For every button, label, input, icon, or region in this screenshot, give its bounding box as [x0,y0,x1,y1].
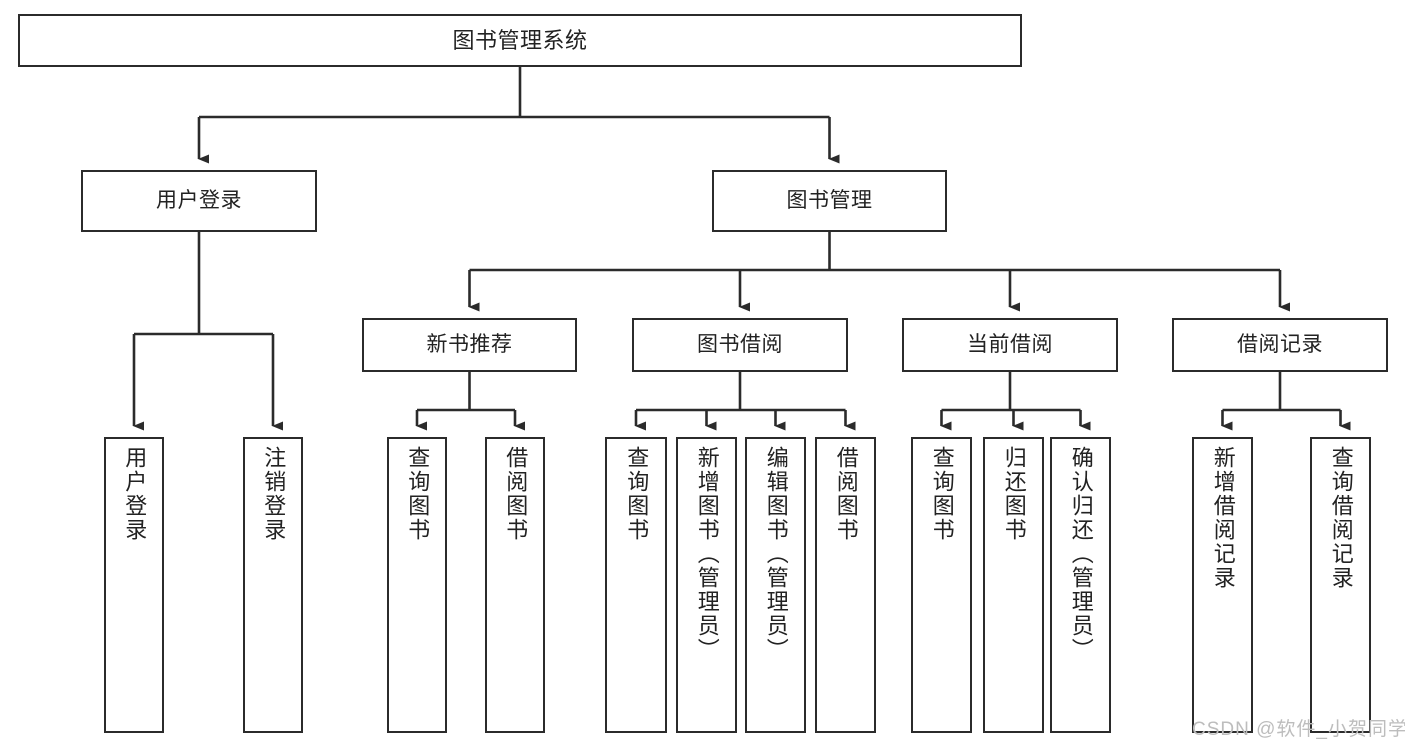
node-book-borrow[interactable]: 图书借阅 [632,318,848,372]
node-label: 新增图书（管理员） [694,446,720,662]
node-leaf-confirm-return[interactable]: 确认归还（管理员） [1050,437,1111,733]
node-label: 当前借阅 [967,332,1053,356]
node-leaf-add-record[interactable]: 新增借阅记录 [1192,437,1253,733]
node-leaf-return-book[interactable]: 归还图书 [983,437,1044,733]
node-label: 图书管理系统 [452,27,588,53]
node-borrow-record[interactable]: 借阅记录 [1172,318,1388,372]
node-label: 确认归还（管理员） [1068,446,1094,662]
node-label: 图书借阅 [697,332,783,356]
node-label: 用户登录 [156,188,242,212]
node-leaf-borrow-book-2[interactable]: 借阅图书 [815,437,876,733]
node-leaf-add-book[interactable]: 新增图书（管理员） [676,437,737,733]
node-label: 查询图书 [624,446,650,542]
node-book-manage[interactable]: 图书管理 [712,170,947,232]
node-leaf-user-logout[interactable]: 注销登录 [243,437,303,733]
node-leaf-edit-book[interactable]: 编辑图书（管理员） [745,437,806,733]
node-leaf-user-login[interactable]: 用户登录 [104,437,164,733]
node-label: 查询图书 [929,446,955,542]
node-root[interactable]: 图书管理系统 [18,14,1022,67]
node-label: 用户登录 [122,446,148,542]
node-leaf-query-book-2[interactable]: 查询图书 [605,437,667,733]
node-leaf-query-book-1[interactable]: 查询图书 [387,437,447,733]
node-label: 编辑图书（管理员） [763,446,789,662]
node-label: 借阅图书 [833,446,859,542]
node-label: 新增借阅记录 [1210,446,1236,590]
node-label: 图书管理 [786,188,873,212]
csdn-watermark: CSDN @软件_小贺同学 [1192,719,1405,740]
node-label: 借阅记录 [1237,332,1323,356]
node-new-book-rec[interactable]: 新书推荐 [362,318,577,372]
node-label: 注销登录 [261,446,287,542]
node-label: 新书推荐 [426,332,513,356]
node-user-login[interactable]: 用户登录 [81,170,317,232]
node-leaf-query-record[interactable]: 查询借阅记录 [1310,437,1371,733]
node-leaf-borrow-book-1[interactable]: 借阅图书 [485,437,545,733]
node-current-borrow[interactable]: 当前借阅 [902,318,1118,372]
node-label: 归还图书 [1001,446,1027,542]
node-label: 借阅图书 [503,446,529,542]
node-label: 查询图书 [405,446,431,542]
node-label: 查询借阅记录 [1328,446,1354,590]
node-leaf-query-book-3[interactable]: 查询图书 [911,437,972,733]
